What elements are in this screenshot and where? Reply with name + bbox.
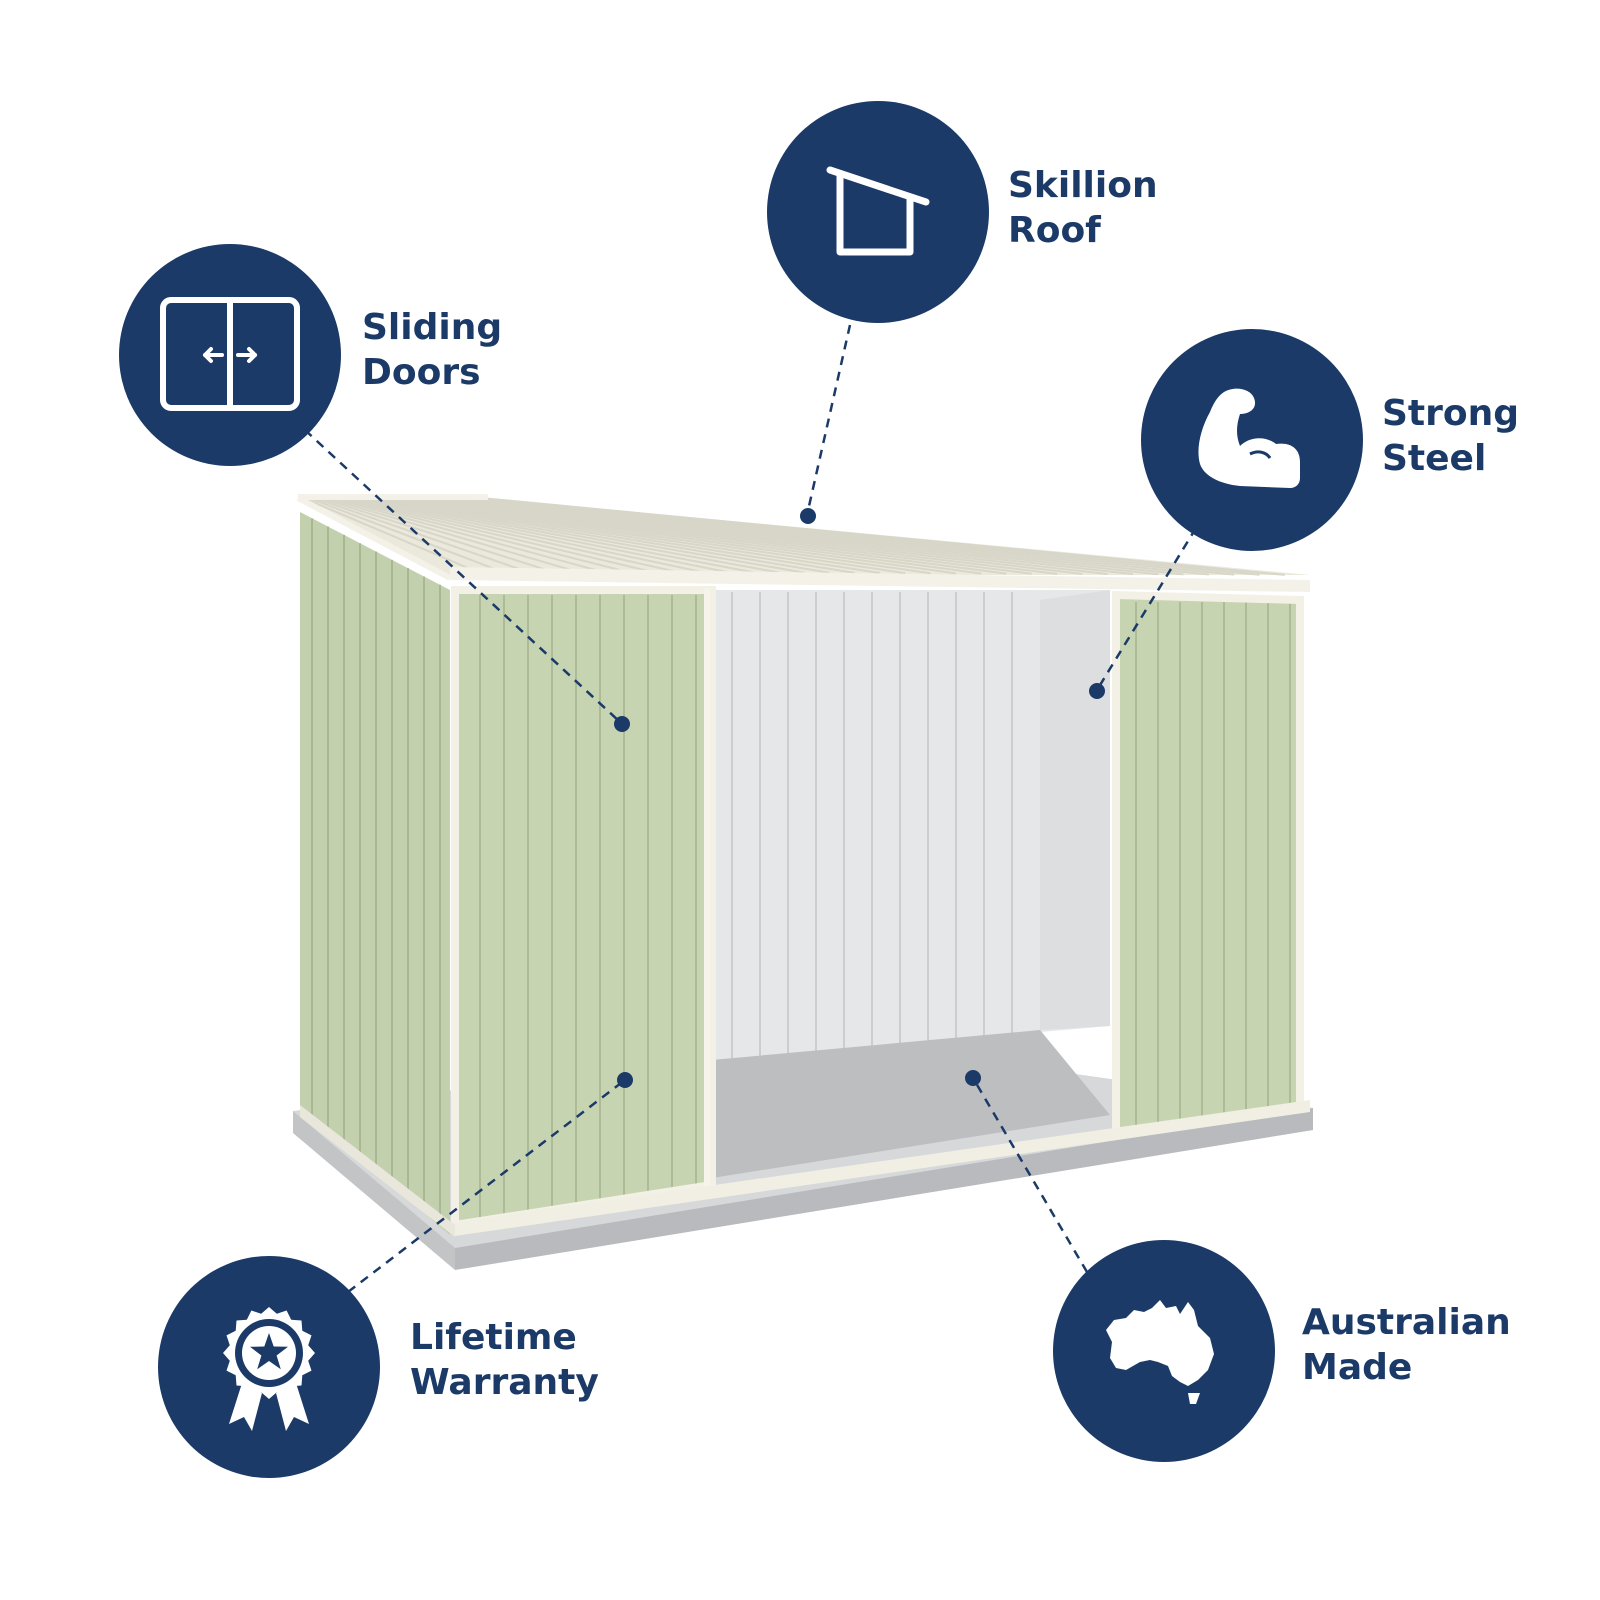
- roof-rib: [375, 497, 805, 574]
- label-australian-made: Australian Made: [1302, 1300, 1511, 1390]
- roof-rib: [425, 497, 1032, 575]
- roof-rib: [381, 497, 830, 574]
- label-strong-steel-line1: Strong: [1382, 393, 1520, 434]
- left-door-panel: [451, 586, 716, 1230]
- roof-rib: [325, 497, 577, 573]
- label-skillion-roof-line2: Roof: [1008, 210, 1101, 251]
- anchor-dots: [614, 508, 1105, 1088]
- leader-skillion-roof: [805, 324, 852, 516]
- roof-rib: [431, 497, 1058, 575]
- label-australian-made-line2: Made: [1302, 1347, 1413, 1388]
- roof-rib: [409, 497, 957, 575]
- roof-rib: [370, 497, 780, 574]
- badge-skillion-roof: [767, 101, 989, 323]
- leader-sliding-doors: [304, 429, 621, 723]
- leader-lines: [304, 324, 1198, 1293]
- award-ribbon-icon: [223, 1307, 315, 1431]
- roof-rib: [308, 497, 501, 573]
- anchor-dot-skillion-roof: [800, 508, 816, 524]
- anchor-dot-sliding-doors: [614, 716, 630, 732]
- label-sliding-doors: Sliding Doors: [362, 305, 502, 395]
- roof-rib: [364, 497, 754, 574]
- skillion-roof-icon: [826, 166, 930, 256]
- roof-rib: [420, 497, 1007, 575]
- label-skillion-roof-line1: Skillion: [1008, 165, 1158, 206]
- roof-rib: [319, 497, 552, 573]
- roof-rib: [331, 497, 603, 573]
- roof-rib: [403, 497, 931, 575]
- australia-map-icon: [1106, 1300, 1214, 1404]
- roof-rib: [358, 497, 729, 574]
- skillion-roof: [296, 494, 1310, 592]
- anchor-dot-strong-steel: [1089, 683, 1105, 699]
- anchor-dot-lifetime-warranty: [617, 1072, 633, 1088]
- label-strong-steel: Strong Steel: [1382, 391, 1519, 481]
- label-lifetime-warranty-line2: Warranty: [410, 1362, 599, 1403]
- shed-side-wall: [300, 512, 450, 1235]
- flexed-arm-icon: [1198, 388, 1300, 488]
- anchor-dot-australian-made: [965, 1070, 981, 1086]
- roof-rib: [414, 497, 982, 575]
- roof-rib: [386, 497, 855, 574]
- label-sliding-doors-line2: Doors: [362, 352, 481, 393]
- roof-rib: [481, 497, 1285, 576]
- label-skillion-roof: Skillion Roof: [1008, 163, 1158, 253]
- roof-rib: [347, 497, 678, 574]
- label-sliding-doors-line1: Sliding: [362, 307, 503, 348]
- shed-interior: [712, 590, 1110, 1178]
- badge-australian-made: [1053, 1240, 1275, 1462]
- label-australian-made-line1: Australian: [1302, 1302, 1511, 1343]
- roof-rib: [342, 497, 653, 573]
- badge-strong-steel: [1141, 329, 1363, 551]
- label-lifetime-warranty-line1: Lifetime: [410, 1317, 577, 1358]
- leader-australian-made: [971, 1077, 1089, 1273]
- roof-rib: [303, 497, 476, 573]
- right-door-panel: [1112, 590, 1304, 1137]
- leader-lifetime-warranty: [347, 1079, 626, 1293]
- roof-rib: [397, 497, 906, 575]
- roof-rib: [392, 497, 881, 574]
- bottom-trim: [300, 1100, 1310, 1237]
- label-lifetime-warranty: Lifetime Warranty: [410, 1315, 599, 1405]
- badge-sliding-doors: [119, 244, 341, 466]
- label-strong-steel-line2: Steel: [1382, 438, 1487, 479]
- badge-lifetime-warranty: [158, 1256, 380, 1478]
- roof-rib: [353, 497, 704, 574]
- roof-rib: [336, 497, 628, 573]
- roof-rib: [314, 497, 527, 573]
- sliding-doors-icon: [160, 297, 300, 411]
